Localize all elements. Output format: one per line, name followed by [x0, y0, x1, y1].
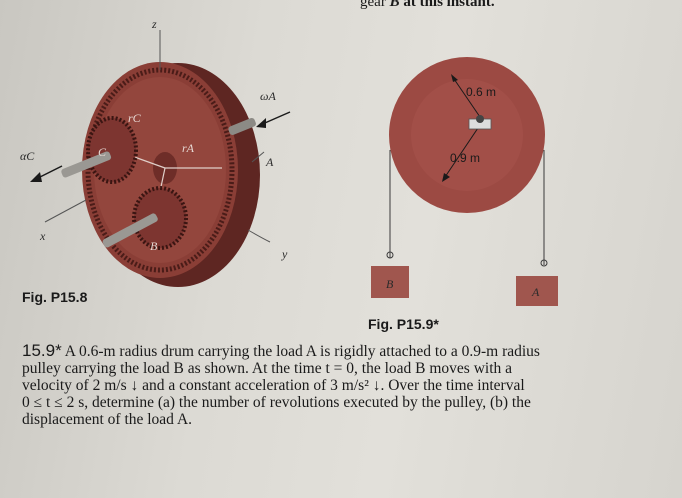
omega-arrowhead	[256, 118, 266, 128]
shaft-b	[102, 213, 158, 248]
alpha-arrowhead	[30, 172, 42, 182]
label-x: x	[39, 229, 46, 243]
label-alpha-c: αC	[20, 149, 35, 163]
header-prefix: gear	[360, 0, 386, 10]
problem-line-1-text: A 0.6-m radius drum carrying the load A …	[64, 343, 540, 360]
caption-fig-p15-8: Fig. P15.8	[22, 289, 88, 305]
problem-line-1: 15.9* A 0.6-m radius drum carrying the l…	[22, 342, 682, 360]
label-gear-b: B	[150, 239, 158, 253]
radius-line-outer	[442, 124, 481, 181]
label-y: y	[281, 247, 288, 261]
load-a	[516, 276, 558, 306]
label-arm-a: A	[265, 155, 274, 169]
label-outer-radius: 0.9 m	[450, 151, 480, 165]
label-omega-a: ωA	[260, 89, 276, 103]
gear-b	[132, 186, 188, 250]
label-r-c: rC	[128, 111, 142, 125]
label-z: z	[151, 17, 157, 31]
header-suffix: at this instant.	[403, 0, 495, 10]
outer-pulley	[389, 57, 545, 213]
leader-a	[251, 151, 265, 163]
header-gear-letter: B	[389, 0, 400, 10]
label-gear-c: C	[98, 145, 107, 159]
problem-number: 15.9*	[22, 341, 62, 360]
inner-drum	[411, 79, 523, 191]
label-load-b: B	[386, 277, 394, 291]
problem-line-4: 0 ≤ t ≤ 2 s, determine (a) the number of…	[22, 394, 531, 411]
label-inner-radius: 0.6 m	[466, 85, 496, 99]
radius-line-inner	[451, 75, 481, 118]
label-load-a: A	[531, 285, 540, 299]
x-axis	[44, 199, 87, 223]
problem-line-3: velocity of 2 m/s ↓ and a constant accel…	[22, 377, 525, 394]
label-r-a: rA	[182, 141, 195, 155]
pin	[476, 115, 484, 123]
hook-a	[540, 259, 548, 267]
caption-fig-p15-9: Fig. P15.9*	[368, 316, 439, 332]
pulley-figure: 0.6 m 0.9 m B A	[371, 57, 558, 306]
hook-b	[386, 251, 394, 259]
problem-line-2: pulley carrying the load B as shown. At …	[22, 360, 513, 377]
header-text-fragment: gear B at this instant.	[360, 0, 682, 11]
figures-svg: z x y ωA αC rC rA C B A 0.6 m 0.9 m	[20, 17, 558, 306]
gear-c	[86, 116, 138, 184]
radius-arrow-inner	[451, 74, 458, 82]
radius-arrow-outer	[442, 173, 450, 182]
problem-line-5: displacement of the load A.	[22, 411, 193, 428]
shaft-c	[61, 151, 112, 178]
problem-15-9: 15.9* A 0.6-m radius drum carrying the l…	[22, 342, 682, 428]
y-axis	[247, 229, 271, 243]
shaft-a	[228, 117, 256, 135]
gear-assembly-figure: z x y ωA αC rC rA C B A	[20, 17, 291, 287]
load-b	[371, 266, 409, 298]
ring-gear-teeth	[85, 67, 235, 273]
